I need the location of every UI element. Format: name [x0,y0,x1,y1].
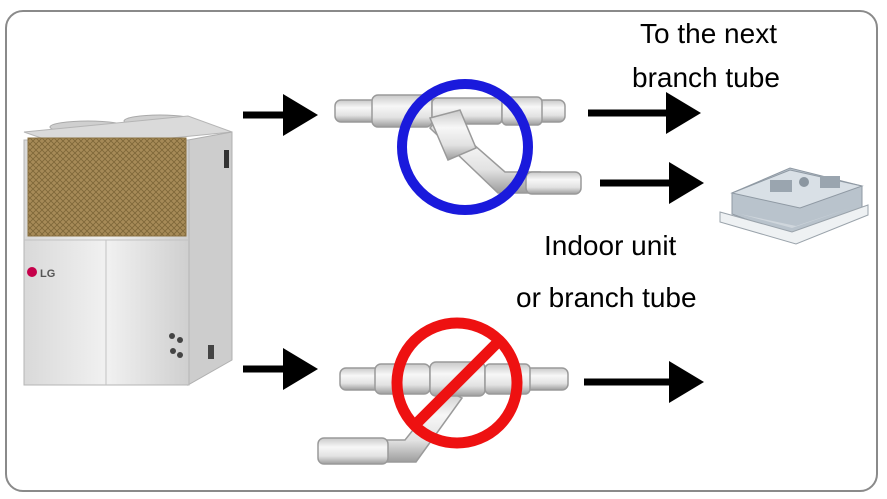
branch-pipe-correct [334,94,582,195]
outdoor-unit: LG [23,114,233,386]
label-to-next-branch-line1: To the next [640,18,777,49]
correct-circle-icon [397,79,533,215]
indoor-cassette-unit [719,167,869,245]
lg-logo-icon [27,267,37,277]
label-to-next-branch-line2: branch tube [632,62,780,93]
branch-pipe-incorrect [317,361,569,465]
label-indoor-unit-line1: Indoor unit [544,230,677,261]
prohibited-icon [391,317,523,449]
label-indoor-unit-line2: or branch tube [516,282,697,313]
brand-label: LG [40,268,55,280]
